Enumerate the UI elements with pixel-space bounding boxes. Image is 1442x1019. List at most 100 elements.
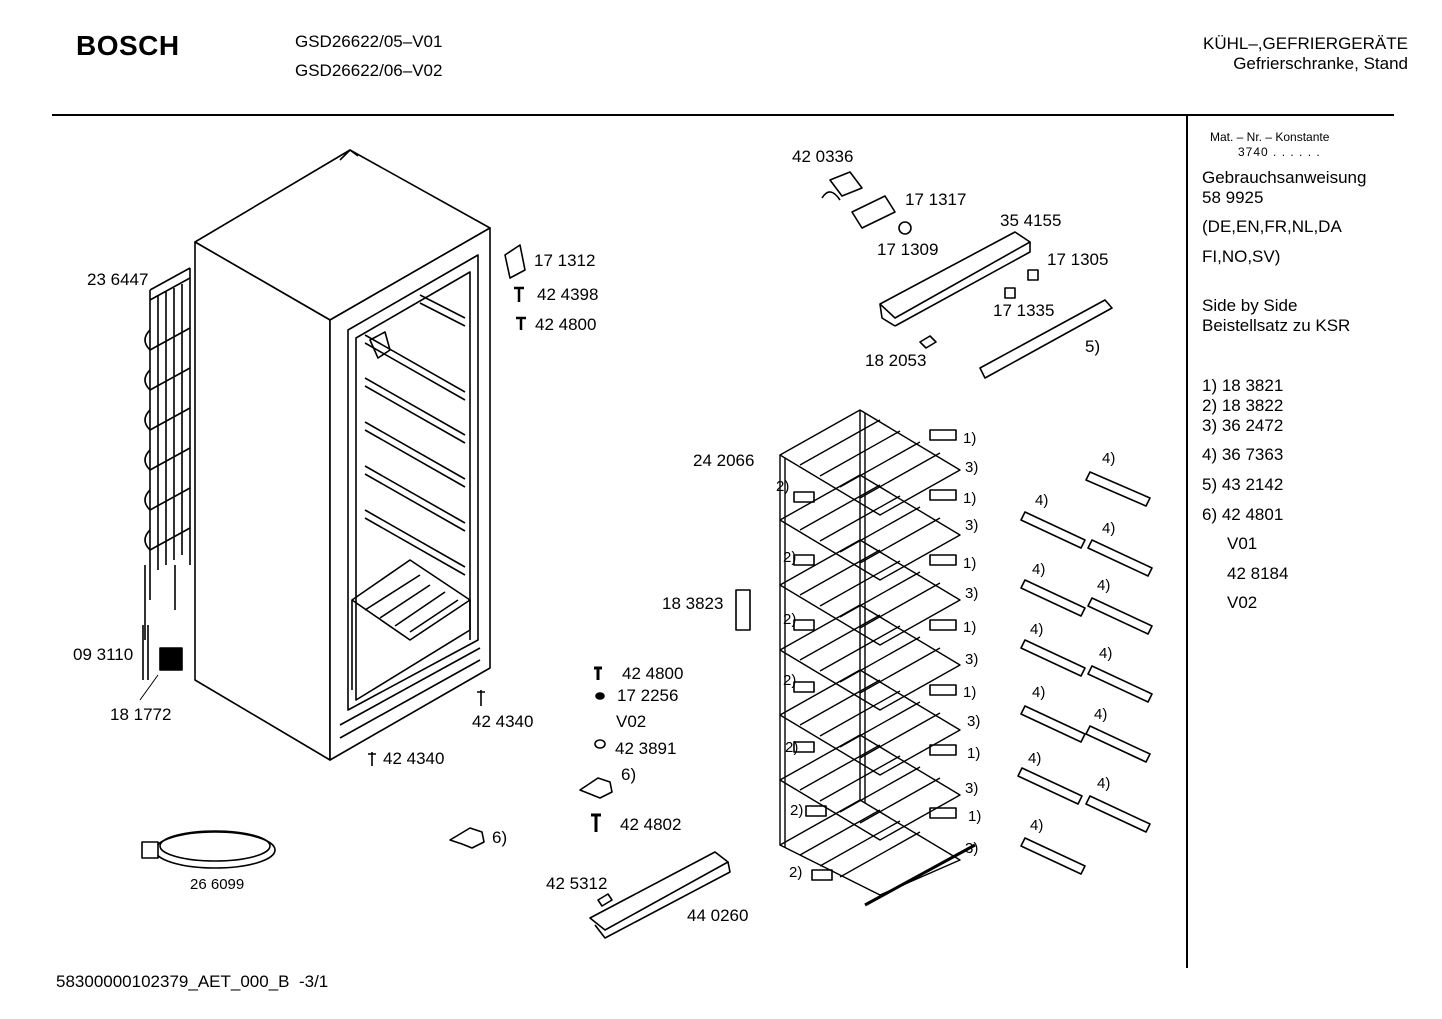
part-label: 18 1772	[110, 705, 172, 724]
model-number-1: GSD26622/05–V01	[295, 32, 443, 51]
part-label: 42 5312	[546, 874, 608, 893]
part-label: 42 4800	[622, 664, 684, 683]
callout: 1)	[968, 808, 982, 825]
part-label: 09 3110	[73, 645, 134, 664]
part-label: 23 6447	[87, 270, 149, 289]
callout: 4)	[1030, 817, 1044, 834]
part-label: 24 2066	[693, 451, 755, 470]
callout: 3)	[965, 780, 979, 797]
rack-clips-left	[793, 491, 833, 881]
variant-v01-part: 42 8184	[1227, 564, 1289, 583]
languages-line-2: FI,NO,SV)	[1202, 247, 1281, 266]
callout: 1)	[963, 430, 977, 447]
part-label: 17 1312	[534, 251, 596, 270]
part-label: 42 4398	[537, 285, 599, 304]
note-2: 2) 18 3822	[1202, 396, 1284, 415]
callout: 4)	[1097, 775, 1111, 792]
variant-label: V02	[616, 712, 647, 731]
manual-title: Gebrauchsanweisung	[1202, 168, 1367, 187]
note-5: 5) 43 2142	[1202, 475, 1284, 494]
part-label: 18 3823	[662, 594, 724, 613]
bracket-icon-a	[579, 777, 613, 799]
callout: 4)	[1094, 706, 1108, 723]
washer-icon	[595, 692, 605, 700]
part-label: 42 4800	[535, 315, 597, 334]
callout: 3)	[965, 459, 979, 476]
part-label: 42 3891	[615, 739, 677, 758]
clip-block	[159, 647, 183, 671]
note-3: 3) 36 2472	[1202, 416, 1284, 435]
rack-clips-right	[929, 429, 957, 819]
note-marker: 5)	[1085, 337, 1101, 356]
part-label: 42 0336	[792, 147, 854, 166]
callout: 3)	[965, 651, 979, 668]
callout: 4)	[1030, 621, 1044, 638]
freezer-cabinet	[194, 149, 491, 761]
doc-id-text: 58300000102379_AET_000_B	[56, 972, 290, 991]
switch-strip	[735, 589, 751, 631]
side-rails	[1017, 471, 1153, 875]
category-subtitle: Gefrierschranke, Stand	[1233, 54, 1408, 73]
note-6: 6) 42 4801	[1202, 505, 1284, 524]
variant-v02-label: V02	[1227, 593, 1258, 612]
part-label: 18 2053	[865, 351, 927, 370]
control-panel	[821, 171, 1113, 379]
callout: 3)	[965, 517, 979, 534]
bolt-icon	[591, 813, 601, 832]
screw-icon	[594, 666, 602, 680]
page-number: -3/1	[298, 972, 329, 991]
cap-icon	[594, 739, 606, 749]
part-label: 17 1305	[1047, 250, 1109, 269]
side-by-side-subtitle: Beistellsatz zu KSR	[1202, 316, 1351, 335]
callout: 4)	[1032, 561, 1046, 578]
callout: 3)	[965, 585, 979, 602]
callout: 4)	[1102, 520, 1116, 537]
constant-label: Mat. – Nr. – Konstante	[1210, 130, 1330, 144]
part-label: 17 1309	[877, 240, 939, 259]
model-number-2: GSD26622/06–V02	[295, 61, 443, 80]
callout: 1)	[963, 619, 977, 636]
part-label: 26 6099	[190, 876, 245, 893]
callout: 4)	[1035, 492, 1049, 509]
hinge-bracket	[504, 244, 526, 279]
part-label: 42 4340	[472, 712, 534, 731]
side-by-side-title: Side by Side	[1202, 296, 1298, 315]
note-4: 4) 36 7363	[1202, 445, 1284, 464]
header-divider	[52, 114, 1394, 116]
note-marker: 6)	[621, 765, 637, 784]
part-label: 17 1317	[905, 190, 967, 209]
part-label: 35 4155	[1000, 211, 1062, 230]
callout: 2)	[776, 478, 790, 495]
part-label: 42 4802	[620, 815, 682, 834]
callout: 3)	[965, 840, 979, 857]
callout: 4)	[1028, 750, 1042, 767]
callout: 3)	[967, 713, 981, 730]
callout: 4)	[1097, 577, 1111, 594]
callout: 4)	[1099, 645, 1113, 662]
callout: 4)	[1032, 684, 1046, 701]
callout: 2)	[783, 549, 797, 566]
part-label: 17 2256	[617, 686, 679, 705]
bracket-icon-b	[449, 827, 485, 849]
callout: 1)	[967, 745, 981, 762]
sensor-tube	[142, 625, 149, 680]
callout: 1)	[963, 684, 977, 701]
callout: 2)	[783, 672, 797, 689]
sidebar-divider	[1186, 116, 1188, 968]
callout: 1)	[963, 555, 977, 572]
note-1: 1) 18 3821	[1202, 376, 1284, 395]
document-id: 58300000102379_AET_000_B -3/1	[56, 972, 328, 992]
callout: 2)	[790, 802, 804, 819]
condenser-coil	[144, 267, 191, 640]
callout: 2)	[789, 864, 803, 881]
category-title: KÜHL–,GEFRIERGERÄTE	[1203, 34, 1408, 53]
callout: 2)	[783, 611, 797, 628]
manual-number: 58 9925	[1202, 188, 1264, 207]
part-label: 42 4340	[383, 749, 445, 768]
variant-v01-label: V01	[1227, 534, 1258, 553]
callout: 1)	[963, 490, 977, 507]
callout: 4)	[1102, 450, 1116, 467]
part-label: 17 1335	[993, 301, 1055, 320]
part-label: 44 0260	[687, 906, 749, 925]
